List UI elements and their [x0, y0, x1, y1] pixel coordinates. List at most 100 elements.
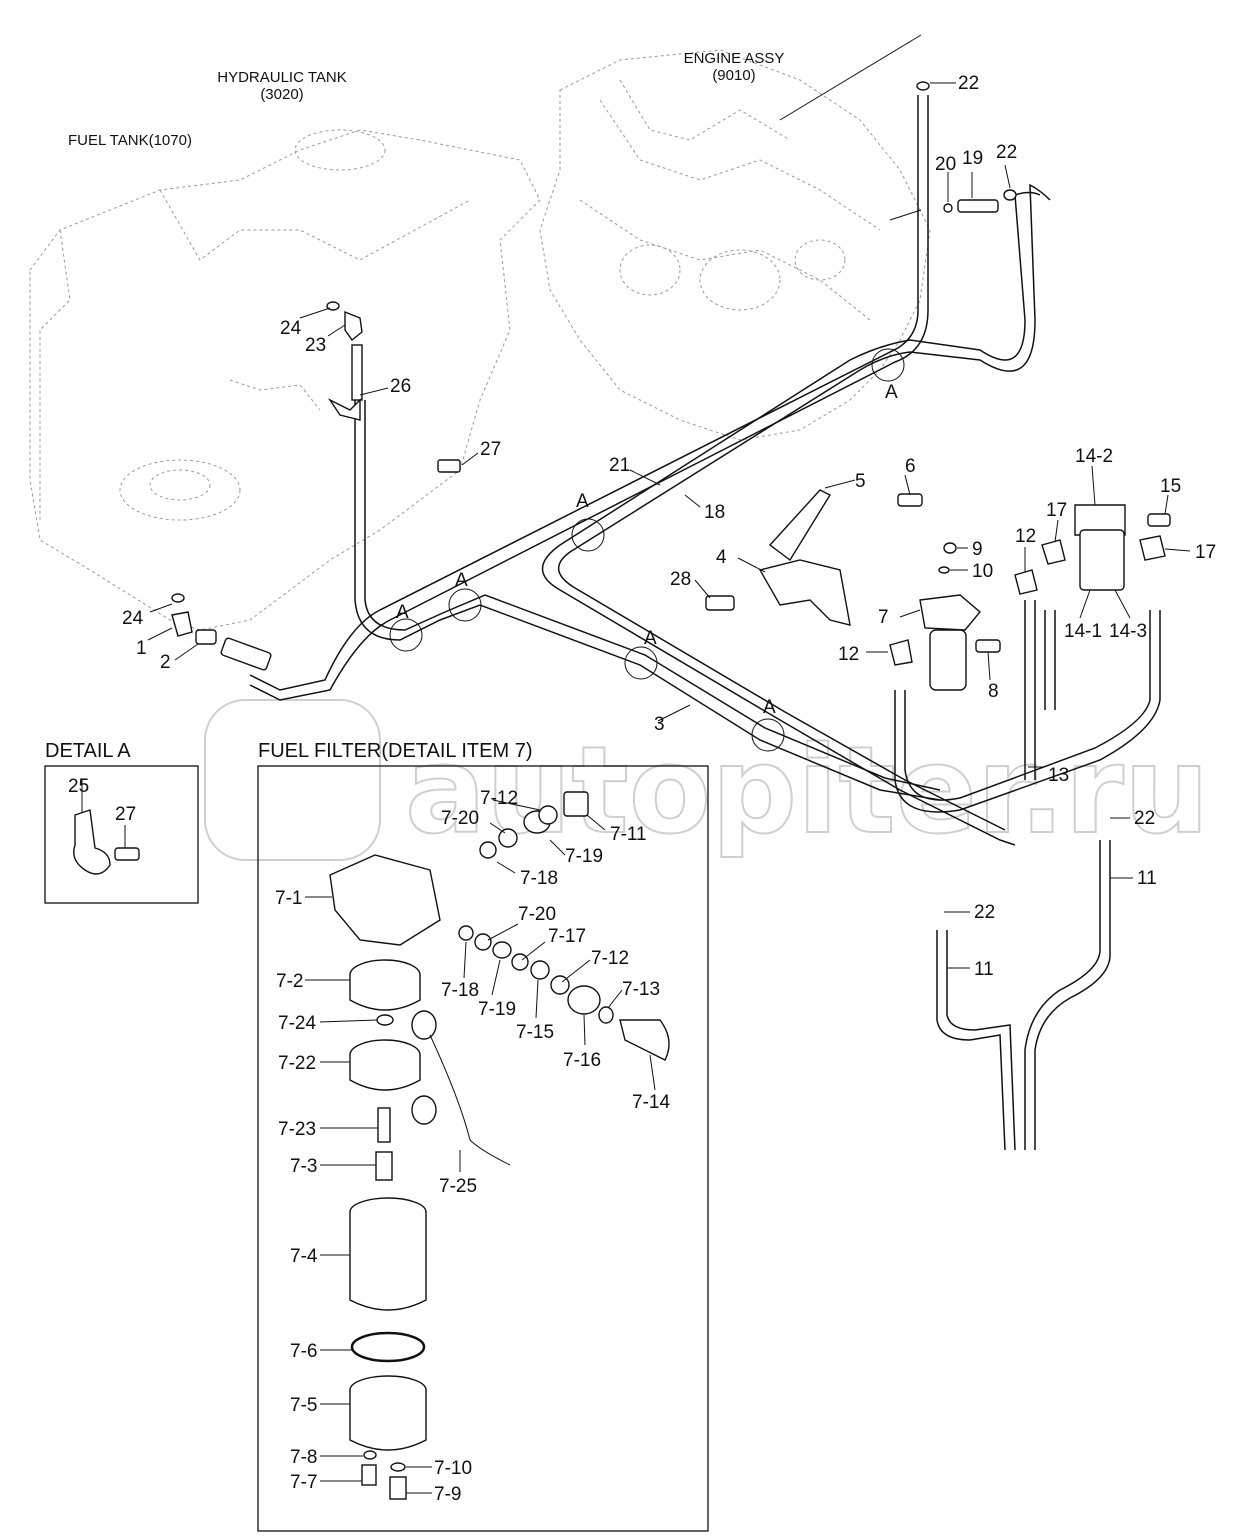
callout-label: 14-2 — [1075, 446, 1113, 467]
sensor-wire — [429, 1034, 511, 1166]
o-ring-20-part — [943, 203, 953, 213]
callout-label: 7-25 — [439, 1176, 477, 1197]
callout-label: 7-12 — [591, 948, 629, 969]
callout-label: 17 — [1046, 500, 1067, 521]
header-labels: ENGINE ASSY (9010) HYDRAULIC TANK (3020)… — [45, 50, 784, 762]
callout-label: A — [576, 491, 589, 512]
elbow-17-part — [1139, 535, 1166, 561]
adapter-7-16-part — [567, 985, 601, 1015]
nipple-7-3-part — [375, 1151, 393, 1181]
clamp-22-part — [1003, 189, 1017, 201]
elbow-17-part — [1041, 539, 1066, 565]
bracket-5-part — [768, 489, 831, 562]
callout-label: 7-9 — [434, 1484, 461, 1505]
svg-text:autopiter.ru: autopiter.ru — [405, 722, 1209, 861]
callout-label: 7-16 — [563, 1050, 601, 1071]
callout-label: 28 — [670, 569, 691, 590]
plug-9-part — [943, 542, 957, 554]
marker-a-circle — [624, 646, 658, 680]
filter-head-7-part — [919, 594, 981, 631]
callout-label: 7-10 — [434, 1458, 472, 1479]
hose-fitting-part — [351, 344, 363, 401]
leader-lines — [81, 34, 1191, 1494]
callout-label: 14-3 — [1109, 621, 1147, 642]
callout-label: 12 — [1015, 526, 1036, 547]
plug-7-19-part — [492, 941, 512, 959]
callout-label: 7-12 — [480, 788, 518, 809]
marker-a-circle — [571, 518, 605, 552]
callout-label: 12 — [838, 644, 859, 665]
fuel-tank-label: FUEL TANK(1070) — [68, 132, 192, 149]
bowl-7-5-part — [349, 1390, 427, 1451]
engine-outline — [539, 49, 931, 441]
bolt-27-part — [437, 459, 461, 473]
adapter-2-part — [195, 629, 217, 645]
callout-label: 19 — [962, 148, 983, 169]
callout-label: 7-5 — [290, 1395, 317, 1416]
callout-label: 20 — [935, 154, 956, 175]
o-ring-7-13-part — [598, 1006, 614, 1024]
callout-label: 25 — [68, 776, 89, 797]
callout-label: 18 — [704, 502, 725, 523]
sensor-plug-7-25-part — [411, 1095, 437, 1125]
fuel-tank-outline — [29, 129, 541, 631]
marker-a-circle — [389, 618, 423, 652]
callout-label: 23 — [305, 335, 326, 356]
callout-label: 9 — [972, 539, 983, 560]
o-ring-10-part — [938, 566, 950, 574]
callout-label: 21 — [609, 455, 630, 476]
callout-label: 3 — [654, 714, 665, 735]
callout-label: 22 — [974, 902, 995, 923]
plug-7-18-part — [458, 925, 474, 941]
callout-label: A — [644, 628, 657, 649]
bolt-27-part — [114, 847, 140, 861]
callout-label: 22 — [996, 142, 1017, 163]
sensor-7-7-part — [361, 1464, 377, 1486]
bolt-8-part — [975, 639, 1001, 653]
callout-label: 7-19 — [565, 846, 603, 867]
o-ring-7-20-part — [498, 828, 518, 848]
marker-a-circle — [448, 588, 482, 622]
callout-label: 7-18 — [441, 980, 479, 1001]
pipe-lines — [249, 95, 1161, 1151]
callout-label: 15 — [1160, 476, 1181, 497]
callout-label: 7-8 — [290, 1447, 317, 1468]
parts-upper — [171, 81, 1017, 671]
sensor-plug-7-25-part — [411, 1010, 437, 1040]
elbow-12-part — [1014, 569, 1038, 595]
callout-label: 7-17 — [548, 926, 586, 947]
callout-label: 5 — [855, 471, 866, 492]
elbow-23-part — [344, 310, 363, 342]
callout-label: 4 — [716, 547, 727, 568]
callout-label: 13 — [1048, 765, 1069, 786]
housing-7-22-body-part — [349, 1055, 421, 1091]
callout-label: A — [455, 570, 468, 591]
watermark: autopiter.ru — [204, 699, 1210, 862]
bolt-15-part — [1147, 513, 1171, 527]
callout-label: 7-22 — [278, 1053, 316, 1074]
housing-7-2-body-part — [349, 975, 421, 1011]
callout-label: 7-20 — [518, 904, 556, 925]
filter-cartridge-7-4-part — [349, 1212, 427, 1311]
hydraulic-code-label: (3020) — [260, 86, 303, 103]
bolt-28-part — [705, 595, 735, 611]
detail-a-title: DETAIL A — [45, 740, 131, 762]
callout-label: 7-18 — [520, 868, 558, 889]
callout-label: 7-24 — [278, 1013, 316, 1034]
callout-label: 11 — [974, 959, 994, 980]
callout-label: 7-20 — [441, 808, 479, 829]
o-ring-7-6-part — [350, 1331, 426, 1363]
callout-label: 10 — [972, 561, 993, 582]
elbow-12-part — [889, 639, 913, 666]
callout-label: 7-19 — [478, 999, 516, 1020]
callout-label: 7-6 — [290, 1341, 317, 1362]
marker-a-circle — [871, 348, 905, 382]
callout-label: A — [763, 697, 776, 718]
callout-label: 27 — [115, 804, 136, 825]
bracket-4-part — [758, 559, 851, 626]
callout-label: 17 — [1195, 542, 1216, 563]
callout-label: 8 — [988, 681, 999, 702]
callout-label: 27 — [480, 439, 501, 460]
drain-plug-7-9-part — [389, 1476, 407, 1500]
